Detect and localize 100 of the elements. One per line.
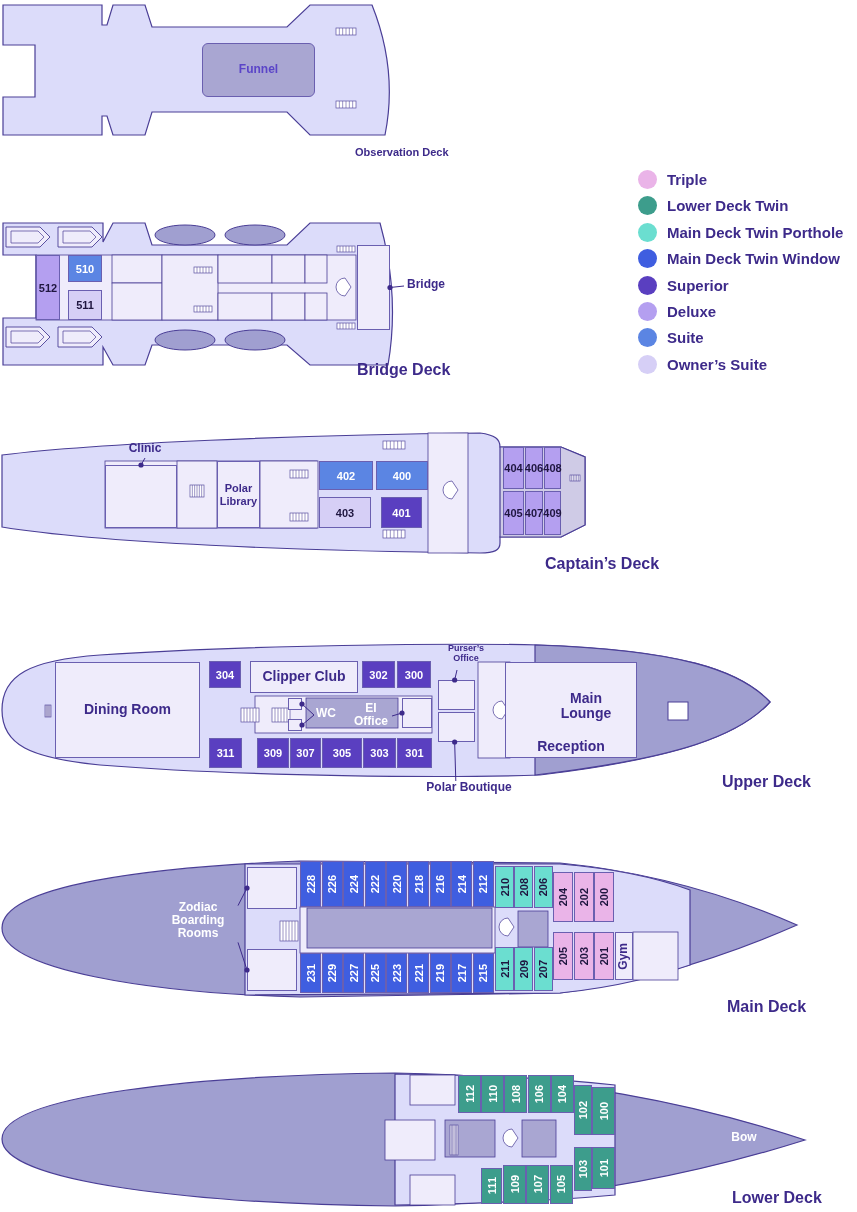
- leader-line: [299, 714, 315, 728]
- leader-line: [299, 701, 315, 716]
- cabin: 302: [362, 661, 395, 688]
- cabin: 303: [363, 738, 396, 768]
- room-label: Bridge: [404, 278, 448, 294]
- legend-label: Superior: [667, 276, 729, 294]
- leader-line: [237, 885, 250, 907]
- cabin: 224: [343, 861, 365, 907]
- cabin: 203: [573, 932, 594, 980]
- leader-line: [237, 941, 250, 973]
- cabin: 108: [504, 1075, 528, 1113]
- cabin: 221: [408, 953, 429, 993]
- cabin: 212: [472, 861, 494, 907]
- room-label: Polar Boutique: [414, 781, 524, 798]
- room: Dining Room: [55, 662, 200, 758]
- cabin: 219: [429, 953, 451, 993]
- room: Clipper Club: [250, 661, 358, 693]
- cabin: 301: [397, 738, 432, 768]
- cabin: 209: [514, 947, 534, 991]
- room-label: Zodiac Boarding Rooms: [158, 901, 238, 947]
- legend-label: Main Deck Twin Porthole: [667, 223, 844, 241]
- funnel: Funnel: [202, 43, 315, 97]
- deck-name: Bridge Deck: [357, 361, 451, 379]
- cabin: 202: [573, 872, 594, 922]
- cabin: 211: [495, 947, 514, 991]
- room: [288, 698, 302, 710]
- room: [402, 698, 432, 728]
- deck-name: Captain’s Deck: [545, 555, 660, 573]
- cabin: 215: [472, 953, 494, 993]
- cabin: 400: [376, 461, 428, 490]
- room: [105, 465, 177, 528]
- leader-line: [391, 710, 405, 717]
- cabin: 204: [553, 872, 573, 922]
- room-label: Main Lounge: [559, 691, 613, 722]
- lounge-area: [505, 662, 637, 758]
- leader-line: [452, 739, 458, 782]
- cabin: 201: [594, 932, 615, 980]
- cabin: 210: [495, 866, 514, 908]
- cabin: 104: [550, 1075, 574, 1113]
- cabin: 208: [514, 866, 534, 908]
- cabin: 409: [544, 491, 561, 535]
- cabin: 226: [321, 861, 343, 907]
- cabin: 100: [592, 1087, 615, 1135]
- cabin: 510: [68, 255, 102, 282]
- cabin: 111: [481, 1168, 502, 1204]
- cabin: 227: [343, 953, 365, 993]
- cabin: 511: [68, 290, 102, 320]
- room: [357, 245, 390, 330]
- cabin: 102: [574, 1085, 592, 1135]
- legend-label: Deluxe: [667, 303, 717, 320]
- cabin: 225: [364, 953, 386, 993]
- cabin: 218: [408, 861, 429, 907]
- cabin: 200: [594, 872, 615, 922]
- legend-label: Lower Deck Twin: [667, 197, 789, 215]
- room: [438, 712, 475, 742]
- cabin: 408: [544, 447, 561, 489]
- cabin: 311: [209, 738, 242, 768]
- deck-name: Lower Deck: [732, 1189, 822, 1207]
- deck-name: Upper Deck: [722, 773, 811, 791]
- cabin: 101: [592, 1147, 615, 1189]
- cabin: 512: [36, 255, 60, 320]
- cabin: 300: [397, 661, 431, 688]
- cabin: 229: [321, 953, 343, 993]
- cabin: 407: [525, 491, 543, 535]
- cabin: 106: [527, 1075, 551, 1113]
- room: Gym: [615, 932, 633, 980]
- deck-name: Main Deck: [727, 998, 807, 1016]
- cabin: 228: [300, 861, 321, 907]
- cabin: 223: [386, 953, 408, 993]
- cabin: 109: [503, 1165, 526, 1204]
- cabin: 406: [525, 447, 543, 489]
- room: [288, 719, 302, 731]
- cabin: 220: [386, 861, 408, 907]
- room: Polar Library: [217, 461, 260, 528]
- cabin: 309: [257, 738, 289, 768]
- legend-label: Triple: [667, 171, 707, 188]
- cabin: 217: [451, 953, 473, 993]
- room-label: Reception: [536, 739, 606, 755]
- cabin: 304: [209, 661, 241, 688]
- cabin: 105: [549, 1165, 573, 1204]
- cabin: 216: [429, 861, 451, 907]
- cabin: 214: [451, 861, 473, 907]
- cabin: 402: [319, 461, 373, 490]
- cabin: 205: [553, 932, 573, 980]
- cabin: 305: [322, 738, 362, 768]
- cabin: 401: [381, 497, 422, 528]
- cabin: 103: [574, 1147, 592, 1191]
- legend-label: Owner’s Suite: [667, 355, 768, 373]
- room: [438, 680, 475, 710]
- room: [247, 867, 297, 909]
- room-label: Clinic: [122, 442, 168, 458]
- leader-line: [452, 669, 458, 683]
- deck-name: Observation Deck: [355, 146, 449, 158]
- cabin: 222: [364, 861, 386, 907]
- cabin: 107: [526, 1165, 550, 1204]
- cabin: 231: [300, 953, 321, 993]
- cabin: 405: [503, 491, 524, 535]
- room-label: WC: [314, 707, 338, 723]
- cabin: 307: [290, 738, 321, 768]
- room-label: Purser’s Office: [436, 644, 496, 670]
